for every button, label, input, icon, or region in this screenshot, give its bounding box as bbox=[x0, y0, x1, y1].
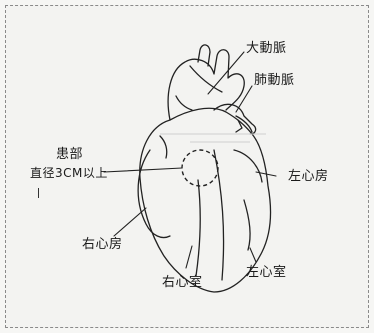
label-lesion-size: 直径3CM以上 bbox=[30, 166, 108, 180]
vessel-detail-1 bbox=[235, 119, 243, 133]
coronary-vessel bbox=[195, 179, 201, 277]
septum-groove bbox=[213, 149, 225, 281]
aortic-arch-line bbox=[189, 65, 223, 93]
label-lesion-title: 患部 bbox=[56, 147, 84, 162]
left-atrium-leader bbox=[255, 171, 277, 177]
vessel-detail-3 bbox=[159, 135, 168, 159]
right-atrium-outline bbox=[137, 149, 171, 239]
vessel-detail-2 bbox=[175, 95, 193, 111]
aorta-outline bbox=[167, 49, 245, 121]
vessel-detail-4 bbox=[243, 199, 251, 251]
right-ventricle-leader bbox=[185, 245, 193, 269]
left-ventricle-leader bbox=[249, 247, 257, 263]
pulmonary-artery-outline bbox=[213, 103, 257, 135]
lesion-leader bbox=[103, 167, 183, 173]
label-left-ventricle: 左心室 bbox=[246, 265, 287, 280]
figure-border bbox=[5, 5, 369, 328]
pulmonary-branch bbox=[235, 115, 253, 133]
label-aorta: 大動脈 bbox=[246, 41, 287, 56]
pulmonary-leader bbox=[235, 85, 253, 113]
label-left-atrium: 左心房 bbox=[288, 169, 329, 184]
superior-vessel-left bbox=[197, 44, 211, 67]
aorta-leader bbox=[207, 51, 245, 95]
label-right-atrium: 右心房 bbox=[82, 237, 123, 252]
label-right-ventricle: 右心室 bbox=[162, 275, 203, 290]
lesion-tick-mark bbox=[38, 188, 39, 198]
right-atrium-leader bbox=[113, 207, 147, 237]
label-pulmonary-artery: 肺動脈 bbox=[254, 73, 295, 88]
left-atrium-outline bbox=[233, 149, 263, 183]
lesion-circle bbox=[181, 149, 219, 187]
